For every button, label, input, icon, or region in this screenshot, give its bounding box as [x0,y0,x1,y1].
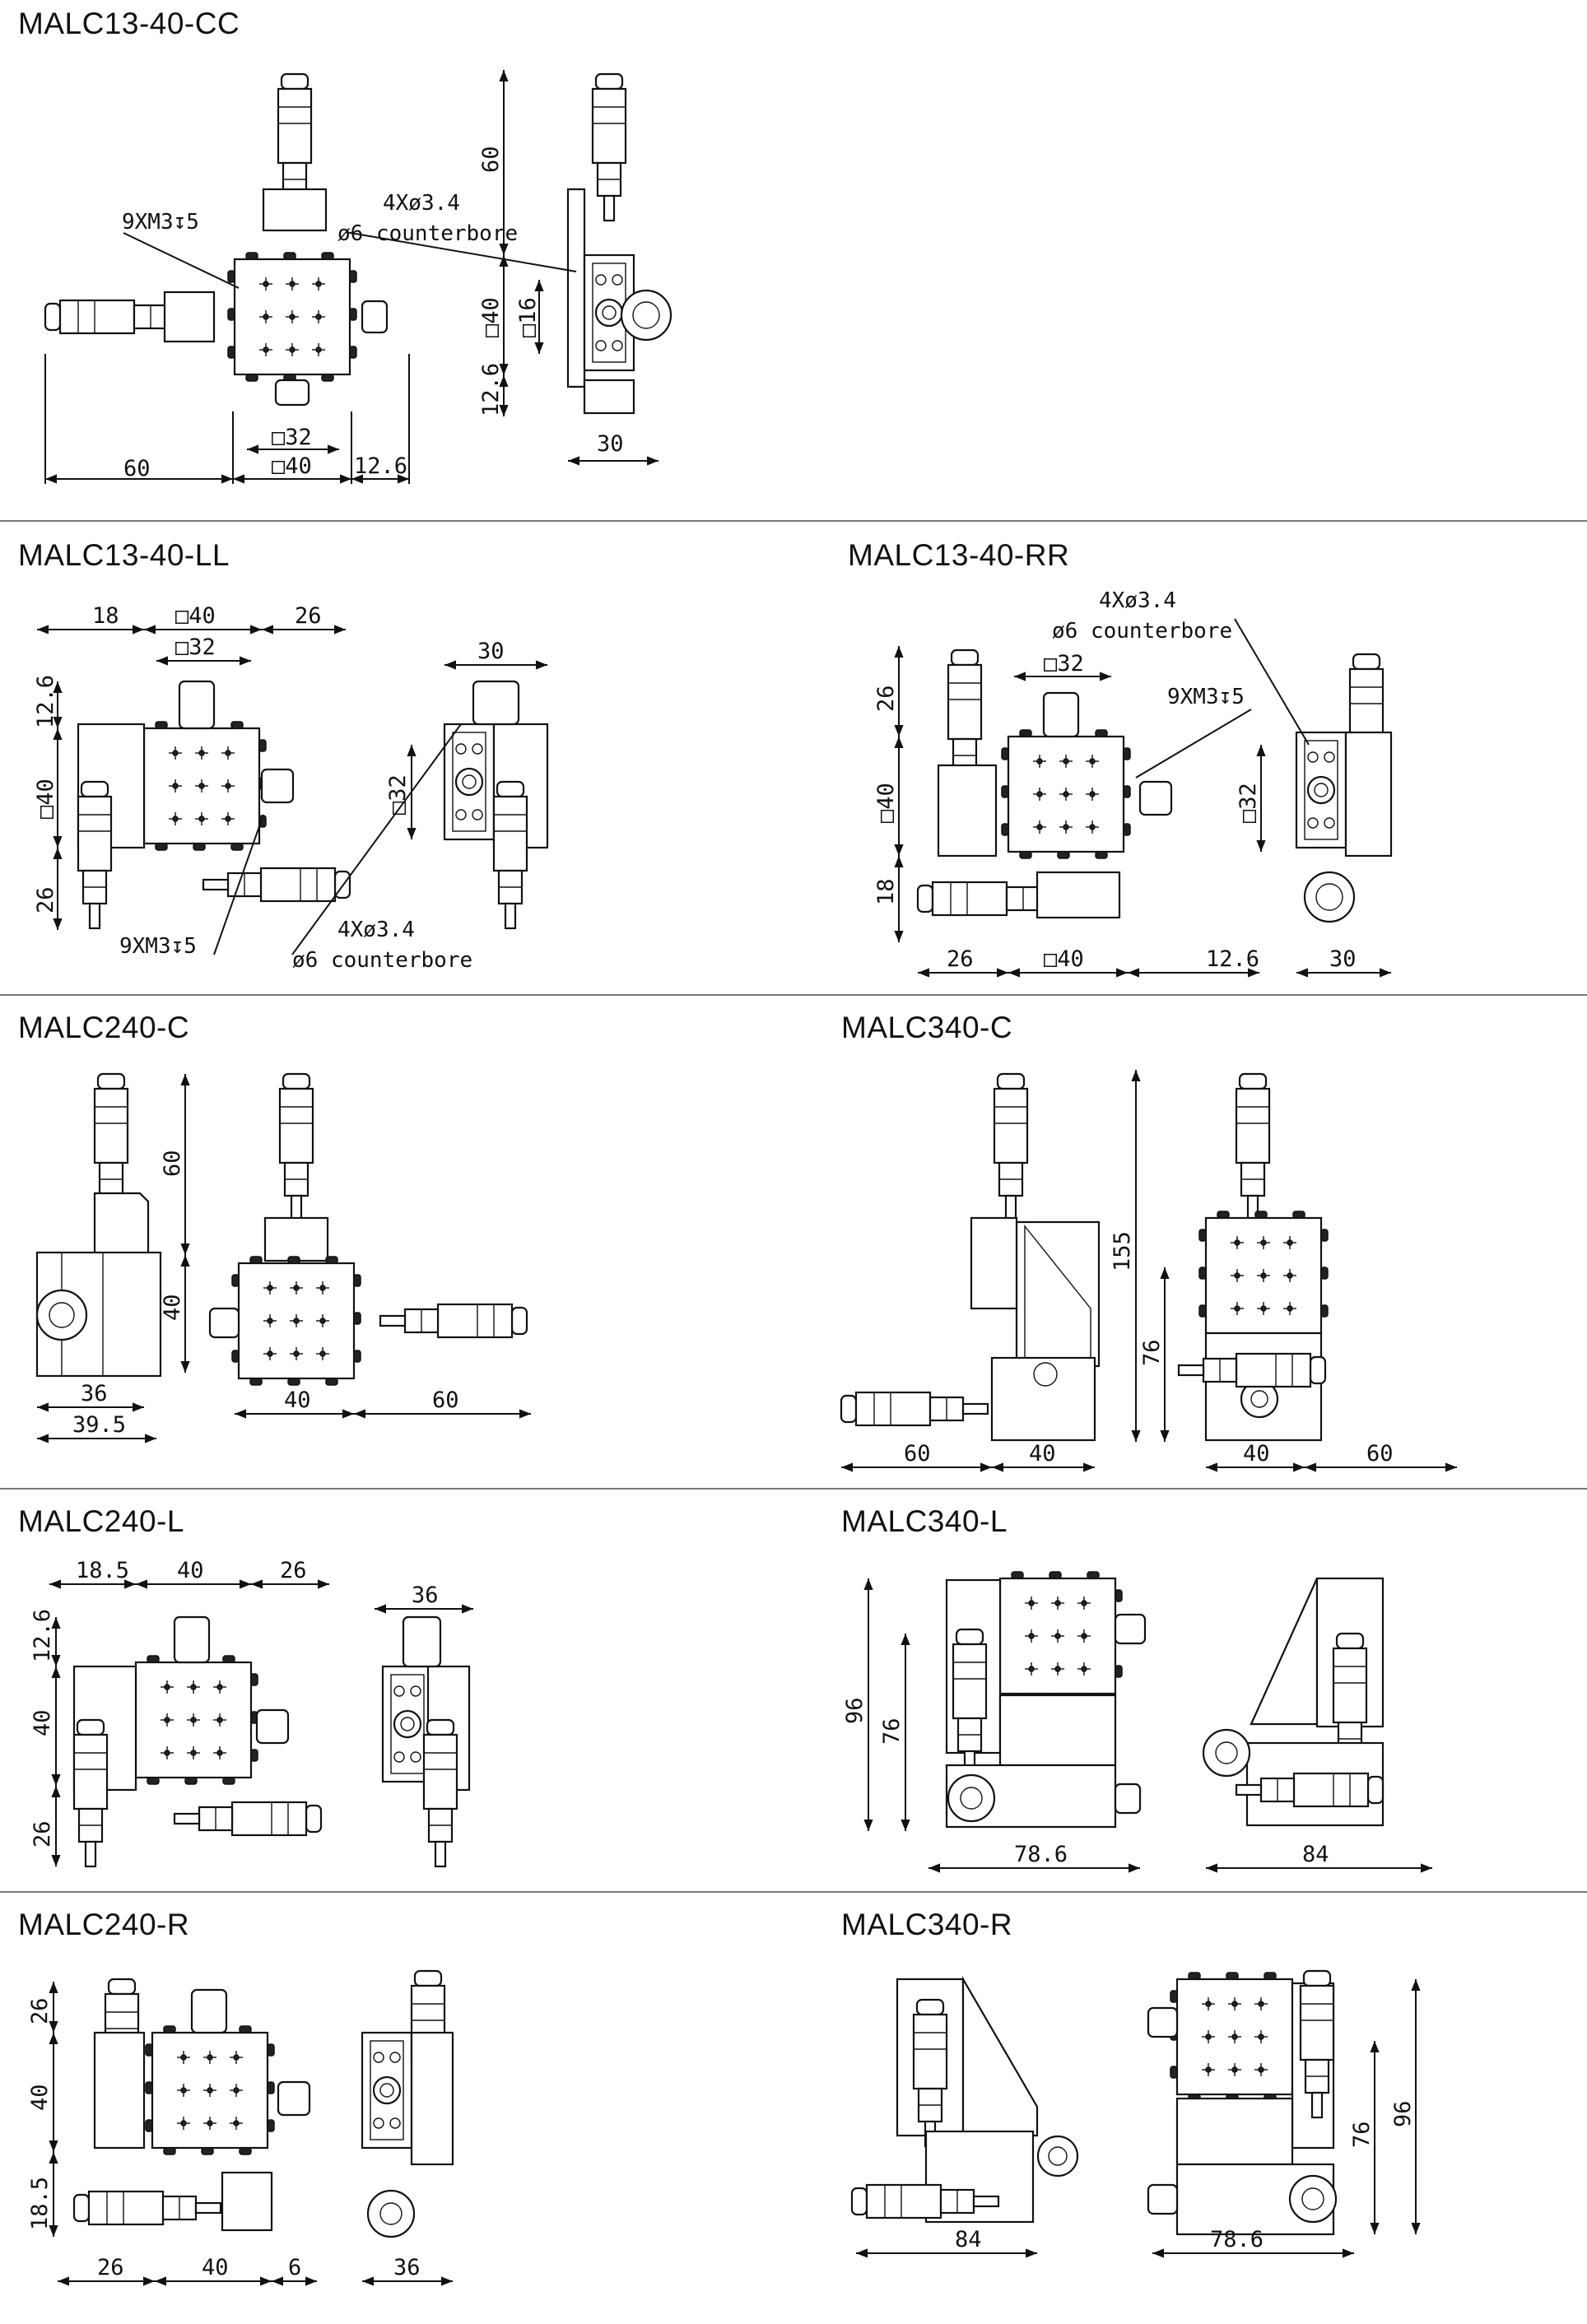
dim-label: 60 [904,1441,931,1466]
dim-label: □16 [515,297,541,337]
dim-label: 18.5 [76,1558,129,1583]
section-divider [0,1891,1587,1893]
section-title-cc: MALC13-40-CC [18,7,240,40]
dim-label: 60 [123,456,151,481]
dim-label: □40 [33,779,58,819]
dim-label: 6 [288,2255,301,2280]
hole-callout: 9XM3↧5 [119,934,197,959]
section-title-ll: MALC13-40-LL [18,538,230,572]
dim-label: □32 [1236,783,1261,823]
dim-label: 40 [1029,1441,1056,1466]
dim-label: 40 [284,1387,311,1413]
section-title-l240: MALC240-L [18,1504,184,1538]
dim-label: 76 [1139,1339,1165,1366]
dim-label: 26 [947,946,974,972]
counterbore-callout: 4Xø3.4 [337,918,415,942]
dim-label: 40 [30,1709,55,1736]
counterbore-callout: ø6 counterbore [292,948,472,973]
dim-label: 26 [27,1997,53,2024]
dim-label: 12.6 [354,453,407,479]
counterbore-callout: ø6 counterbore [1052,619,1232,644]
dim-label: □32 [1044,651,1084,676]
dim-label: 12.6 [478,363,504,416]
section-title-r340: MALC340-R [841,1908,1013,1941]
dim-label: 30 [597,431,624,457]
dim-label: 12.6 [33,675,58,728]
dim-label: 84 [955,2227,982,2252]
section-title-c340: MALC340-C [841,1011,1013,1044]
dim-label: 26 [97,2255,124,2280]
dim-label: 26 [295,603,322,629]
section-divider [0,1488,1587,1490]
dim-label: 40 [160,1294,185,1321]
drawing-c240: 60 40 36 39.5 40 60 [35,1072,531,1443]
dim-label: 76 [1349,2121,1375,2148]
hole-callout: 9XM3↧5 [1167,685,1245,709]
dim-label: 60 [1366,1441,1394,1466]
dim-label: 60 [478,146,504,173]
dim-label: 76 [879,1717,905,1745]
dim-label: 96 [1390,2100,1416,2127]
section-title-rr: MALC13-40-RR [848,538,1070,572]
drawing-ll: 18 □40 □32 26 12.6 □40 26 30 □32 9XM3↧5 … [33,603,549,973]
drawing-cc: 60 □32 □40 12.6 60 □40 □16 12.6 30 9XM3↧… [44,70,672,484]
section-title-l340: MALC340-L [841,1504,1008,1538]
drawing-l340: 96 76 78.6 84 [842,1570,1432,1873]
dim-label: 39.5 [72,1412,126,1438]
drawing-r340: 96 76 84 78.6 [850,1969,1421,2258]
dim-label: 12.6 [30,1609,55,1662]
dim-label: 40 [202,2255,229,2280]
section-title-c240: MALC240-C [18,1011,190,1044]
dim-label: 78.6 [1210,2227,1264,2252]
dim-label: 36 [393,2255,421,2280]
counterbore-callout: 4Xø3.4 [1099,588,1176,613]
dim-label: 60 [432,1387,459,1413]
dim-label: 60 [160,1150,185,1177]
dim-label: 40 [177,1558,204,1583]
dim-label: 96 [842,1697,868,1724]
dim-label: 78.6 [1014,1842,1068,1867]
dim-label: □40 [873,783,899,823]
dim-label: 40 [1243,1441,1270,1466]
dim-label: 40 [27,2084,53,2111]
section-title-r240: MALC240-R [18,1908,190,1941]
dim-label: 36 [412,1583,439,1608]
dim-label: 26 [280,1558,307,1583]
dim-label: 18 [873,878,899,905]
dim-label: 26 [30,1820,55,1848]
dim-label: 84 [1302,1842,1329,1867]
dim-label: □40 [175,603,216,629]
dim-label: □40 [272,453,312,479]
drawing-c340: 155 76 60 40 40 60 [840,1070,1457,1472]
dim-label: 30 [1329,946,1357,972]
dim-label: □32 [175,634,216,660]
counterbore-callout: ø6 counterbore [337,221,518,246]
dim-label: 36 [81,1381,108,1406]
dim-label: 155 [1110,1231,1135,1271]
dim-label: □32 [272,425,312,450]
drawing-r240: 26 40 18.5 26 40 6 36 [27,1969,454,2286]
hole-callout: 9XM3↧5 [122,210,199,235]
dim-label: 12.6 [1206,946,1259,972]
section-divider [0,520,1587,522]
dim-label: 18 [92,603,119,629]
counterbore-callout: 4Xø3.4 [383,191,460,216]
dim-label: 30 [477,639,505,664]
drawing-rr: □32 26 □40 18 26 □40 12.6 □32 30 9XM3↧5 … [873,588,1393,978]
dim-label: 18.5 [27,2177,53,2230]
dim-label: 26 [873,685,899,712]
section-divider [0,994,1587,996]
dim-label: □40 [478,297,504,337]
dim-label: 26 [33,886,58,913]
drawing-l240: 18.5 40 26 12.6 40 26 36 [30,1558,473,1868]
dim-label: □40 [1044,946,1084,972]
dim-label: □32 [385,774,411,815]
